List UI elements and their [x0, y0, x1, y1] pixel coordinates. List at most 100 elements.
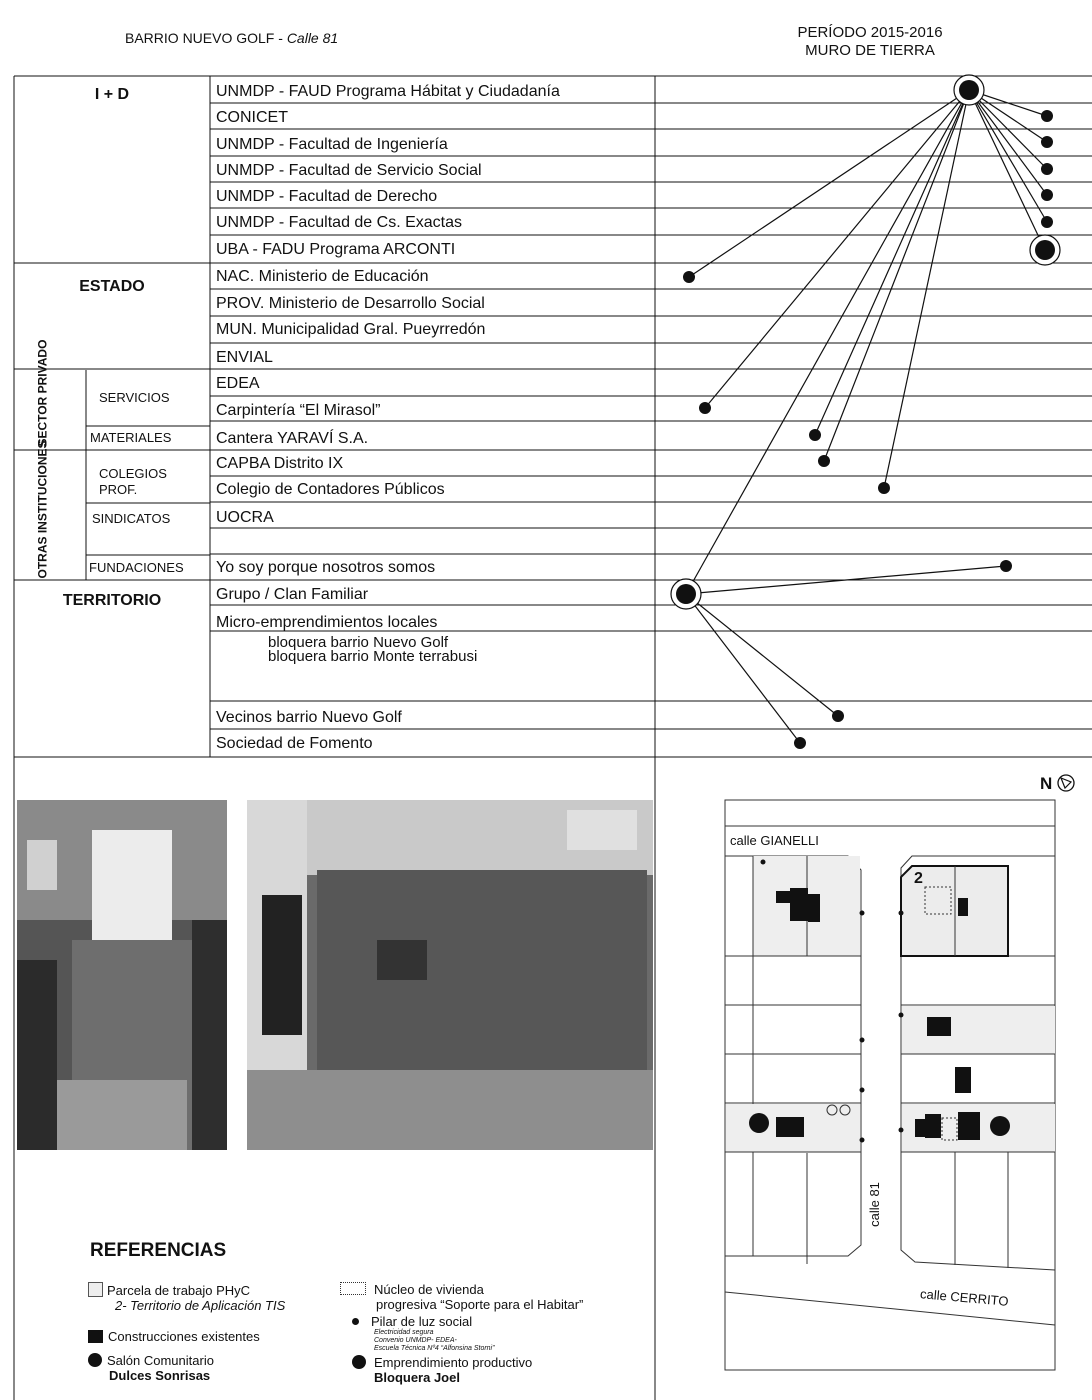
ref-pilar-label: Pilar de luz social	[371, 1314, 473, 1329]
link-hub1-5	[968, 89, 1046, 251]
ref-nucleo-label: Núcleo de vivienda	[374, 1282, 484, 1297]
link-hub1-1	[968, 89, 1048, 143]
org-bloquera-1: bloquera barrio Nuevo Golf	[268, 634, 449, 651]
photo-left-image	[17, 800, 227, 1150]
hub-node-0	[959, 80, 979, 100]
node-2	[1041, 163, 1053, 175]
org-prov-desarrollo: PROV. Ministerio de Desarrollo Social	[216, 295, 485, 312]
link-hub1-7	[704, 89, 970, 409]
light-pillar-icon	[352, 1318, 359, 1325]
link-hub2-1	[685, 593, 839, 717]
org-carpinteria: Carpintería “El Mirasol”	[216, 402, 381, 419]
org-envial: ENVIAL	[216, 349, 273, 366]
compass-icon	[1057, 774, 1075, 792]
ref-pilar-s1: Electricidad segura	[374, 1329, 434, 1336]
link-hub1-6	[688, 89, 970, 278]
org-fundacion: Yo soy porque nosotros somos	[216, 559, 436, 576]
street-gianelli: calle GIANELLI	[730, 833, 819, 848]
org-grupo-familiar: Grupo / Clan Familiar	[216, 586, 369, 603]
ref-pilar-s3: Escuela Técnica Nº4 “Alfonsina Storni”	[374, 1345, 495, 1352]
org-derecho: UNMDP - Facultad de Derecho	[216, 188, 438, 205]
node-7	[809, 429, 821, 441]
org-unmdp-faud: UNMDP - FAUD Programa Hábitat y Ciudadan…	[216, 83, 560, 100]
ref-nucleo-sub: progresiva “Soporte para el Habitar”	[376, 1297, 584, 1312]
link-hub1-8	[814, 89, 970, 436]
neighborhood-title: BARRIO NUEVO GOLF - Calle 81	[125, 30, 338, 46]
link-hub1-3	[968, 89, 1048, 196]
link-hub1-11	[685, 89, 970, 595]
parcel-swatch-icon	[88, 1282, 103, 1297]
org-conicet: CONICET	[216, 109, 288, 126]
section-estado: ESTADO	[79, 278, 145, 295]
north-label: N	[1040, 774, 1053, 793]
org-micro-emprendimientos: Micro-emprendimientos locales	[216, 614, 438, 631]
org-capba: CAPBA Distrito IX	[216, 455, 344, 472]
sub-servicios: SERVICIOS	[99, 390, 170, 405]
org-edea: EDEA	[216, 375, 260, 392]
title-street: Calle 81	[286, 30, 339, 46]
ref-construcciones: Construcciones existentes	[88, 1329, 260, 1344]
node-11	[832, 710, 844, 722]
node-6	[699, 402, 711, 414]
node-9	[878, 482, 890, 494]
section-territorio: TERRITORIO	[62, 592, 162, 609]
node-0	[1041, 110, 1053, 122]
building-swatch-icon	[88, 1330, 103, 1343]
ref-parcela: Parcela de trabajo PHyC 2- Territorio de…	[88, 1282, 285, 1313]
photo-right-image	[247, 800, 653, 1150]
node-10	[1000, 560, 1012, 572]
link-hub1-4	[968, 89, 1048, 223]
existing-buildings	[776, 888, 980, 1140]
org-uocra: UOCRA	[216, 509, 274, 526]
hub-node-1	[1035, 240, 1055, 260]
org-contadores: Colegio de Contadores Públicos	[216, 481, 445, 498]
ref-empr-label: Emprendimiento productivo	[374, 1355, 533, 1370]
productive-venture-map-icon	[749, 1113, 769, 1133]
sub-colegios: COLEGIOS	[99, 466, 167, 481]
table-grid	[13, 75, 1092, 1400]
core-housing-marks	[924, 886, 958, 1141]
parcel-number: 2	[914, 870, 923, 887]
productive-venture-icon	[352, 1355, 366, 1369]
ref-salon: Salón Comunitario Dulces Sonrisas	[88, 1353, 214, 1383]
org-mun-pueyrredon: MUN. Municipalidad Gral. Pueyrredón	[216, 321, 486, 338]
link-hub1-10	[883, 89, 970, 489]
org-cantera: Cantera YARAVÍ S.A.	[216, 430, 369, 447]
community-hall-map-icon	[990, 1116, 1010, 1136]
org-exactas: UNMDP - Facultad de Cs. Exactas	[216, 214, 463, 231]
node-12	[794, 737, 806, 749]
title-main: BARRIO NUEVO GOLF -	[125, 30, 287, 46]
org-uba-fadu: UBA - FADU Programa ARCONTI	[216, 241, 456, 258]
ref-salon-label: Salón Comunitario	[107, 1353, 214, 1368]
link-hub2-2	[685, 593, 801, 744]
ref-empr-name: Bloquera Joel	[374, 1370, 460, 1385]
ref-pilar-s2: Convenio UNMDP- EDEA-	[374, 1337, 457, 1344]
ref-parcela-sub: 2- Territorio de Aplicación TIS	[115, 1298, 286, 1313]
section-id: I + D	[94, 86, 130, 103]
link-hub1-9	[823, 89, 970, 462]
street-81: calle 81	[866, 1182, 882, 1227]
ref-pilar: Pilar de luz social Electricidad segura …	[352, 1314, 494, 1353]
sub-colegios-prof: PROF.	[99, 482, 138, 497]
north-indicator: N	[1040, 774, 1075, 794]
ref-salon-name: Dulces Sonrisas	[109, 1368, 211, 1383]
node-1	[1041, 136, 1053, 148]
org-ingenieria: UNMDP - Facultad de Ingeniería	[216, 136, 448, 153]
ref-construcciones-label: Construcciones existentes	[108, 1329, 260, 1344]
org-nac-educacion: NAC. Ministerio de Educación	[216, 268, 429, 285]
sub-materiales: MATERIALES	[90, 430, 172, 445]
light-pillars	[760, 859, 904, 1143]
org-bloquera-2: bloquera barrio Monte terrabusi	[268, 648, 478, 665]
link-hub2-0	[685, 565, 1007, 595]
period-label: PERÍODO 2015-2016	[797, 24, 943, 41]
sub-sindicatos: SINDICATOS	[92, 511, 171, 526]
photo-left	[17, 800, 227, 1150]
node-5	[683, 271, 695, 283]
org-vecinos: Vecinos barrio Nuevo Golf	[216, 709, 402, 726]
core-housing-icon	[340, 1282, 366, 1295]
link-hub1-2	[968, 89, 1048, 170]
ref-parcela-label: Parcela de trabajo PHyC	[107, 1283, 251, 1298]
community-hall-icon	[88, 1353, 102, 1367]
